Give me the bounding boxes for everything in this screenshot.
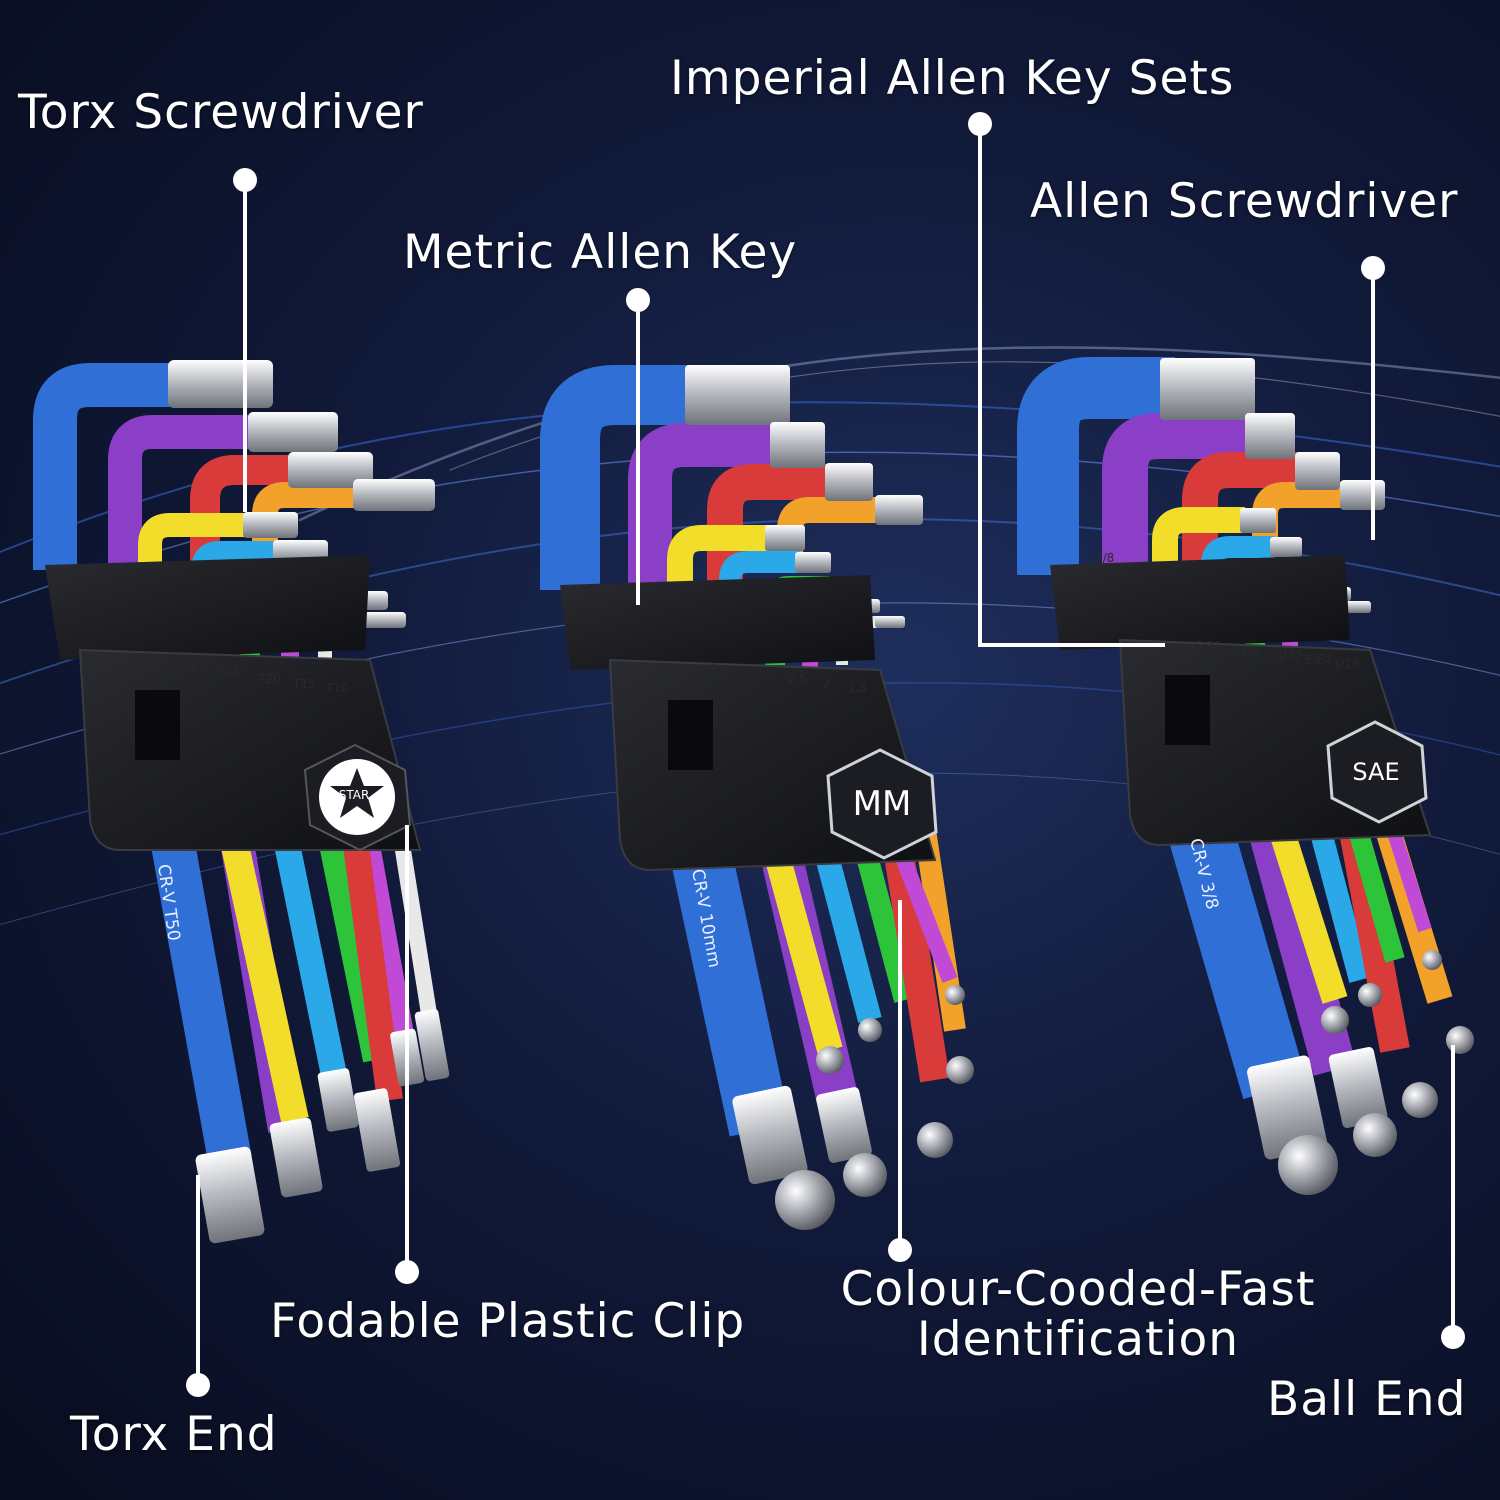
metric-size-mark: 3 [755, 666, 763, 680]
callout-colour-coded-line2: Identification [916, 1311, 1240, 1367]
imperial-badge: SAE [1326, 720, 1428, 824]
callout-torx-end: Torx End [70, 1407, 278, 1462]
leader-fodable-plastic-clip [395, 825, 419, 1284]
leader-metric-allen-key [626, 288, 650, 605]
torx-long-arms [143, 796, 438, 1164]
imperial-size-marks: 5/32 1/8 3/32 5/64 1/16 [1195, 639, 1360, 671]
metric-size-mark: 4 [710, 661, 718, 675]
imperial-long-arms [1168, 806, 1453, 1100]
metric-size-mark: 2 [822, 677, 830, 691]
torx-top-mark: T50 [72, 566, 96, 580]
imperial-top-mark: 3/8 [1095, 551, 1114, 565]
metric-badge-label: MM [853, 784, 912, 824]
callout-torx-screwdriver: Torx Screwdriver [18, 85, 424, 140]
metric-size-mark: 1.5 [848, 681, 867, 695]
torx-size-marks: T27 T25 T20 T15 T10 [182, 659, 349, 695]
torx-size-mark: T27 [182, 659, 206, 673]
imperial-size-mark: 1/8 [1240, 644, 1259, 658]
metric-size-mark: 2.5 [788, 672, 807, 686]
callout-ball-end: Ball End [1267, 1372, 1467, 1427]
metric-long-arms [669, 826, 966, 1137]
leader-torx-screwdriver [233, 168, 257, 512]
imperial-key-set: SAE 3/8 5/32 1/8 3/32 5/64 1/16 CR-V 3/8 [1017, 357, 1474, 1195]
imperial-size-mark: 1/16 [1333, 657, 1360, 671]
metric-size-marks: 4 3 2.5 2 1.5 [710, 661, 867, 695]
imperial-holder-back [1050, 555, 1350, 650]
metric-key-set: MM 4 3 2.5 2 1.5 CR-V 10mm [540, 365, 974, 1230]
torx-size-mark: T15 [292, 677, 316, 691]
imperial-ball-ends [1247, 950, 1474, 1195]
callout-colour-coded: Colour-Cooded-Fast Identification [818, 1265, 1338, 1365]
torx-key-set: STAR T50 T27 T25 T20 T15 T10 CR-V T50 [33, 360, 450, 1244]
torx-size-mark: T10 [325, 681, 349, 695]
imperial-badge-label: SAE [1352, 758, 1399, 786]
torx-short-arms [33, 363, 360, 665]
leader-allen-screwdriver [1361, 256, 1385, 540]
torx-holder-slot [135, 690, 180, 760]
metric-badge: MM [826, 748, 938, 860]
callout-imperial-allen-key-sets: Imperial Allen Key Sets [670, 51, 1235, 106]
callout-leaders [186, 112, 1465, 1397]
imperial-size-mark: 5/32 [1195, 639, 1222, 653]
leader-ball-end [1441, 1045, 1465, 1349]
callout-fodable-plastic-clip: Fodable Plastic Clip [270, 1294, 746, 1349]
imperial-holder-slot [1165, 675, 1210, 745]
leader-torx-end [186, 1175, 210, 1397]
metric-holder-back [560, 575, 875, 670]
metric-holder-slot [668, 700, 713, 770]
torx-holder-back [45, 555, 370, 660]
torx-size-mark: T20 [257, 672, 281, 686]
torx-size-mark: T25 [217, 664, 241, 678]
imperial-size-mark: 3/32 [1275, 649, 1302, 663]
callout-colour-coded-line1: Colour-Cooded-Fast [840, 1262, 1316, 1317]
imperial-size-mark: 5/64 [1305, 653, 1332, 667]
metric-ball-ends [732, 985, 974, 1230]
leader-imperial-allen-key-sets [968, 112, 1165, 647]
leader-colour-coded [888, 900, 912, 1262]
torx-badge-label: STAR [339, 788, 370, 802]
torx-badge: STAR [303, 743, 412, 852]
callout-metric-allen-key: Metric Allen Key [403, 225, 798, 280]
callout-allen-screwdriver: Allen Screwdriver [1030, 174, 1459, 229]
